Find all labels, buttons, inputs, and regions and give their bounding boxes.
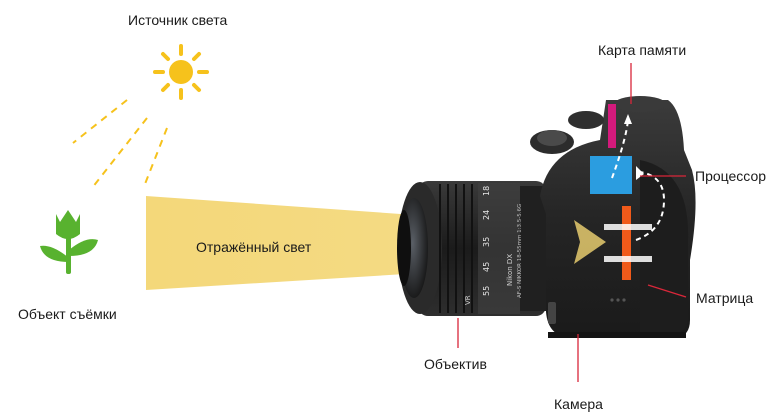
light-source-label: Источник света	[128, 12, 228, 28]
focal-mark-55: 55	[482, 286, 491, 296]
subject-label: Объект съёмки	[18, 306, 117, 322]
lens-model-text: AF-S NIKKOR 18-55mm 1:3.5-5.6G	[517, 204, 523, 298]
light-arrow-into-sensor	[574, 220, 606, 264]
reflected-light-label: Отражённый свет	[196, 239, 312, 255]
plant-icon	[40, 210, 98, 274]
focal-mark-18: 18	[482, 186, 491, 196]
processor-block	[590, 156, 632, 194]
sun-icon	[153, 44, 209, 100]
focal-mark-35: 35	[482, 237, 491, 247]
camera-body	[530, 96, 696, 338]
lens-label: Объектив	[424, 356, 487, 372]
processor-label: Процессор	[695, 168, 767, 184]
lens-brand-text: Nikon DX	[506, 254, 514, 286]
focal-mark-45: 45	[482, 262, 491, 272]
pointer-lines	[457, 63, 687, 382]
sensor-label: Матрица	[696, 290, 754, 306]
light-rays	[72, 99, 168, 189]
sensor-block	[604, 206, 652, 280]
lens	[397, 181, 550, 316]
lens-vr-mark: VR	[464, 295, 472, 305]
memory-card-block	[608, 104, 616, 148]
focal-mark-24: 24	[482, 210, 491, 220]
memory-card-label: Карта памяти	[598, 42, 687, 58]
camera-label: Камера	[554, 396, 603, 412]
